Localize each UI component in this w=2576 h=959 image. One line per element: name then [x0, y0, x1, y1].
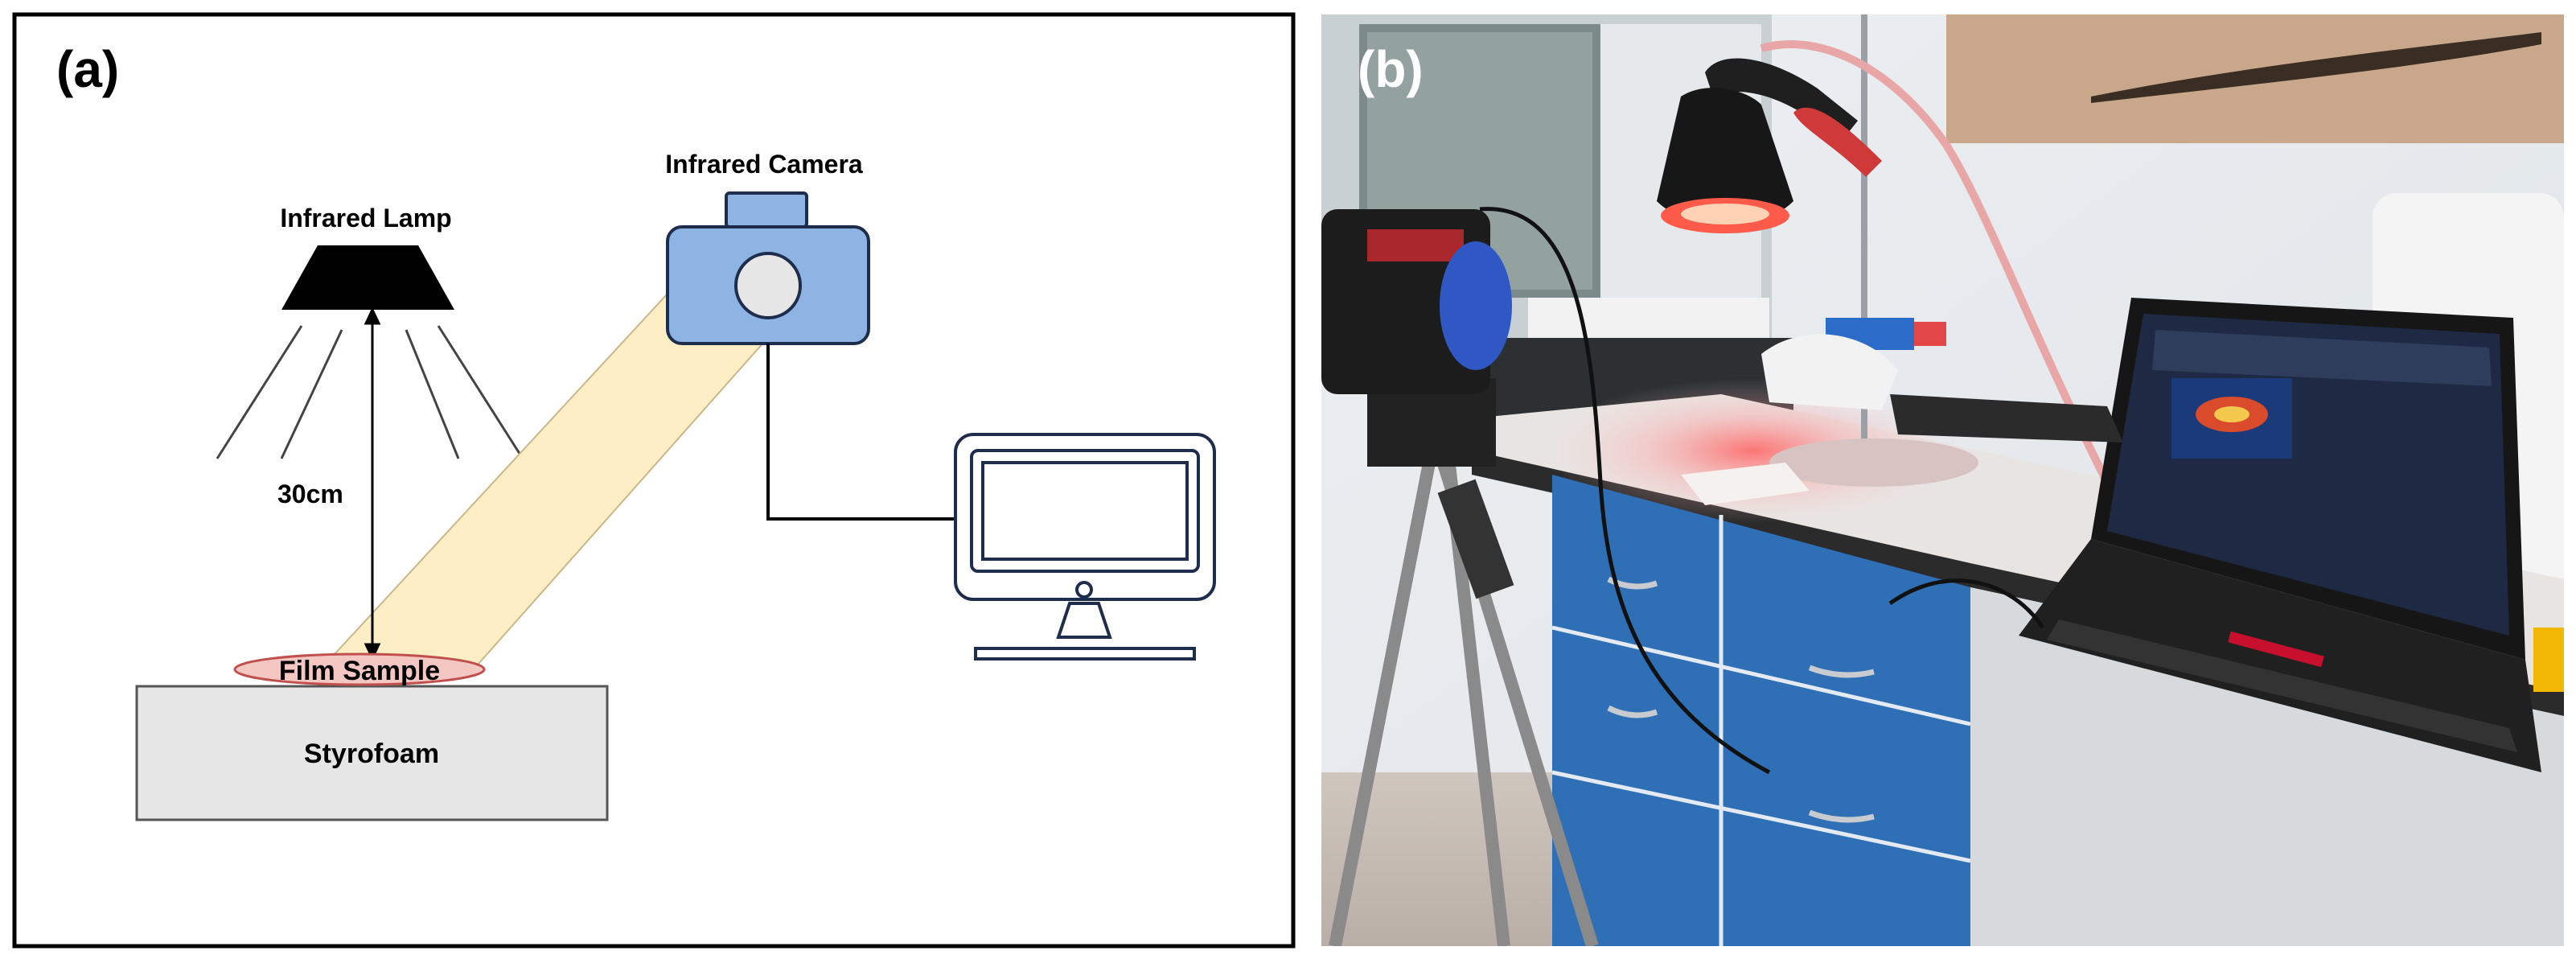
panel-b-label: (b) — [1358, 40, 1424, 98]
laptop-icon — [2019, 298, 2541, 772]
infrared-lamp-icon — [281, 245, 454, 310]
styrofoam-label: Styrofoam — [304, 739, 439, 769]
panel-a-label: (a) — [56, 40, 119, 98]
film-sample — [233, 652, 486, 686]
lamp-label: Infrared Lamp — [280, 204, 451, 233]
computer-monitor-icon — [954, 433, 1216, 661]
camera-cable — [766, 344, 955, 521]
thermal-camera-icon — [1321, 209, 1512, 394]
styrofoam-block — [135, 685, 609, 821]
lamp-rays — [216, 325, 524, 459]
panel-b-photo: (b) — [1321, 14, 2564, 946]
distance-label: 30cm — [277, 480, 343, 508]
distance-arrow — [364, 307, 381, 661]
film-sample-label: Film Sample — [279, 656, 440, 686]
camera-label: Infrared Camera — [665, 150, 863, 179]
desk-lamp-icon — [1657, 40, 2111, 485]
panel-a-diagram: (a) Infrared Lamp 30cm Infrared Camera — [12, 12, 1296, 949]
